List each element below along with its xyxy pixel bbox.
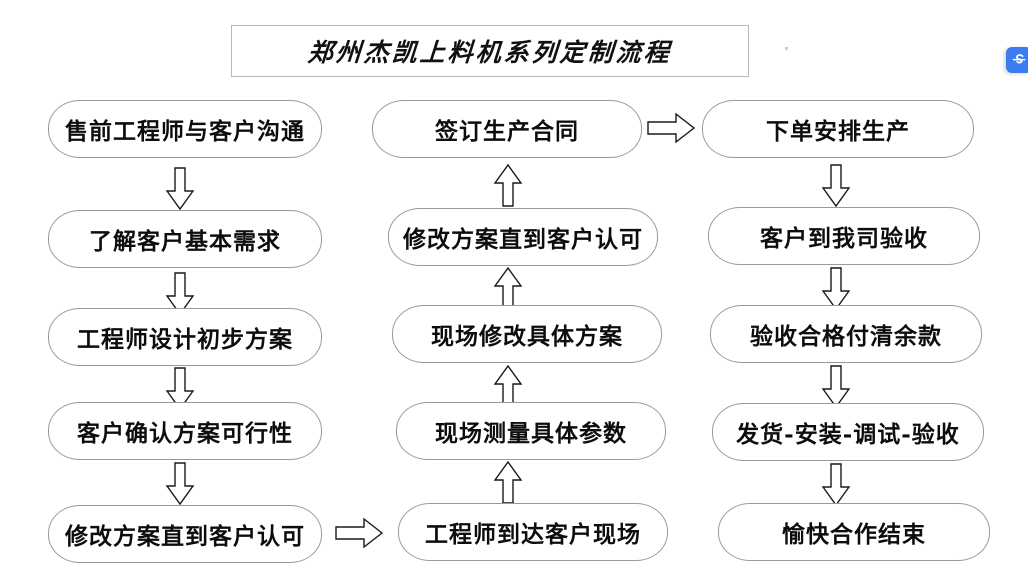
node-col2-4: 现场测量具体参数 — [396, 402, 666, 460]
arrow-right-col1-to-col2 — [335, 517, 384, 550]
arrow-down-col3-3 — [821, 365, 851, 409]
chart-title-box: 郑州杰凯上料机系列定制流程 — [231, 25, 749, 77]
node-col3-1: 下单安排生产 — [702, 100, 974, 158]
node-label: 验收合格付清余款 — [750, 323, 942, 350]
node-col2-2: 修改方案直到客户认可 — [388, 208, 658, 266]
stray-speck — [785, 47, 788, 50]
node-label: 签订生产合同 — [435, 118, 579, 145]
node-label: 修改方案直到客户认可 — [65, 523, 305, 550]
node-label: 现场修改具体方案 — [431, 323, 623, 350]
node-label: 工程师到达客户现场 — [425, 521, 641, 548]
node-col1-3: 工程师设计初步方案 — [48, 308, 322, 366]
arrow-down-col1-2 — [165, 272, 195, 316]
arrow-up-col2-2 — [493, 266, 523, 310]
arrow-down-col1-1 — [165, 167, 195, 211]
arrow-down-col3-1 — [821, 164, 851, 208]
node-label: 现场测量具体参数 — [435, 420, 627, 447]
node-col1-2: 了解客户基本需求 — [48, 210, 322, 268]
arrow-right-col2-to-col3 — [647, 112, 696, 145]
arrow-down-col3-4 — [821, 463, 851, 507]
node-label: 发货-安装-调试-验收 — [736, 421, 960, 448]
node-label: 售前工程师与客户沟通 — [65, 118, 305, 145]
node-col3-4: 发货-安装-调试-验收 — [712, 403, 984, 461]
node-label: 客户到我司验收 — [760, 225, 928, 252]
node-col2-3: 现场修改具体方案 — [392, 305, 662, 363]
node-col1-4: 客户确认方案可行性 — [48, 402, 322, 460]
arrow-up-col2-1 — [493, 163, 523, 207]
node-col3-5: 愉快合作结束 — [718, 503, 990, 561]
node-col3-2: 客户到我司验收 — [708, 207, 980, 265]
node-label: 修改方案直到客户认可 — [403, 226, 643, 253]
arrow-down-col1-3 — [165, 367, 195, 411]
node-label: 工程师设计初步方案 — [77, 326, 293, 353]
node-col2-1: 签订生产合同 — [372, 100, 642, 158]
arrow-up-col2-4 — [493, 460, 523, 504]
node-label: 了解客户基本需求 — [89, 228, 281, 255]
chart-title: 郑州杰凯上料机系列定制流程 — [306, 38, 673, 67]
node-label: 客户确认方案可行性 — [77, 420, 293, 447]
node-col3-3: 验收合格付清余款 — [710, 305, 982, 363]
node-label: 下单安排生产 — [766, 118, 910, 145]
node-col2-5: 工程师到达客户现场 — [398, 503, 668, 561]
node-label: 愉快合作结束 — [782, 521, 926, 548]
arrow-down-col3-2 — [821, 267, 851, 311]
node-col1-5: 修改方案直到客户认可 — [48, 505, 322, 563]
node-col1-1: 售前工程师与客户沟通 — [48, 100, 322, 158]
s-badge-logo-icon[interactable] — [1006, 47, 1028, 73]
arrow-down-col1-4 — [165, 462, 195, 506]
